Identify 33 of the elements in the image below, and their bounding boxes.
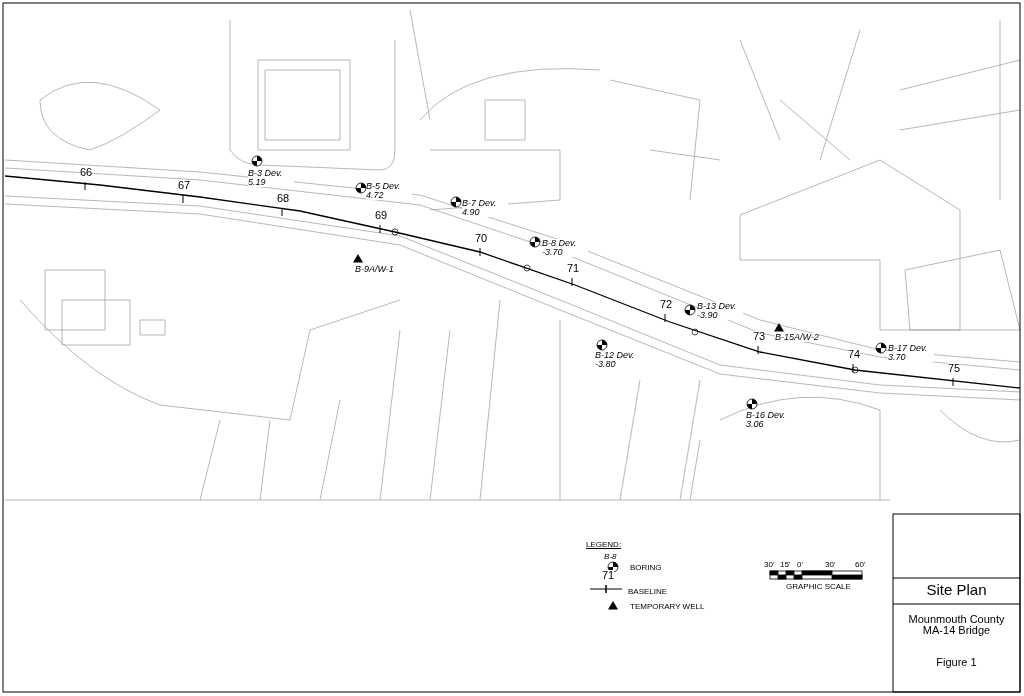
station-number: 75 <box>948 363 961 374</box>
station-number: 71 <box>567 263 580 274</box>
legend-label: BORING <box>630 564 662 572</box>
scale-caption: GRAPHIC SCALE <box>786 583 851 591</box>
station-number: 70 <box>475 233 488 244</box>
well-label: B-15A/W-2 <box>775 333 819 342</box>
legend-label: BASELINE <box>628 588 668 596</box>
boring-label: B-3 Dev. 5.19 <box>248 169 294 187</box>
scale-value: 60' <box>855 561 866 569</box>
scale-value: 30' <box>825 561 836 569</box>
station-number: 71 <box>602 570 615 581</box>
figure-number: Figure 1 <box>935 657 978 668</box>
drawing-title: Site Plan <box>925 582 988 597</box>
station-number: 72 <box>660 299 673 310</box>
boring-label: B-17 Dev. 3.70 <box>888 344 934 362</box>
station-number: 68 <box>277 193 290 204</box>
legend-label: TEMPORARY WELL <box>630 603 705 611</box>
boring-label: B-8 Dev. -3.70 <box>542 239 588 257</box>
station-number: 73 <box>753 331 766 342</box>
station-number: 69 <box>375 210 388 221</box>
scale-value: 0' <box>797 561 803 569</box>
legend-heading: LEGEND: <box>586 541 622 549</box>
project-name: Mounmouth County MA-14 Bridge <box>907 614 1006 636</box>
well-label: B-9A/W-1 <box>355 265 394 274</box>
boring-label: B-5 Dev. 4.72 <box>366 182 412 200</box>
station-number: 66 <box>80 167 93 178</box>
scale-value: 15' <box>780 561 791 569</box>
boring-label: B-8 <box>604 553 617 561</box>
scale-value: 30' <box>764 561 775 569</box>
station-number: 74 <box>848 349 861 360</box>
boring-label: B-7 Dev. 4.90 <box>462 199 508 217</box>
boring-label: B-13 Dev. -3.90 <box>697 302 743 320</box>
station-number: 67 <box>178 180 191 191</box>
